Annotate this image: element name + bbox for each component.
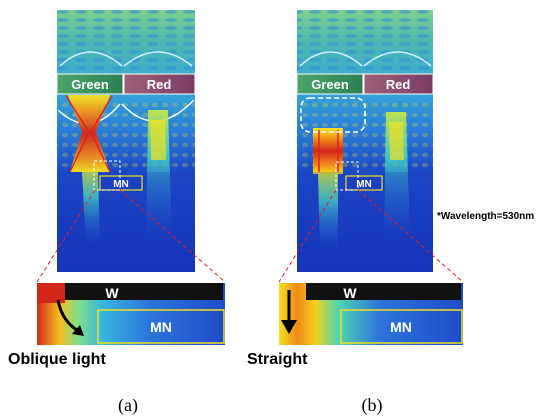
focus-box-a bbox=[93, 160, 121, 191]
curved-arrow-head-a bbox=[72, 325, 84, 336]
pixel-label-green-a: Green bbox=[71, 77, 109, 92]
callout-line-right-a bbox=[119, 189, 226, 283]
pixel-label-red-b: Red bbox=[386, 77, 411, 92]
electrode-label-a: W bbox=[105, 285, 119, 301]
panel-a: Green Red MN W MN Oblique light (a) bbox=[8, 10, 226, 416]
callout-line-right-b bbox=[357, 189, 464, 283]
wavelength-note: *Wavelength=530nm bbox=[437, 211, 534, 222]
pixel-label-green-b: Green bbox=[311, 77, 349, 92]
straight-arrow-head-b bbox=[281, 320, 297, 334]
mn-region-box-b bbox=[345, 175, 383, 191]
pixel-label-red-a: Red bbox=[147, 77, 172, 92]
zoom-inset-a bbox=[37, 283, 225, 345]
sub-caption-a: (a) bbox=[118, 395, 138, 416]
mn-region-label-a: MN bbox=[113, 179, 129, 190]
mn-region-box-a bbox=[99, 175, 143, 191]
field-map-b bbox=[296, 10, 434, 272]
zoom-mn-label-b: MN bbox=[390, 319, 412, 335]
light-caption-b: Straight bbox=[247, 351, 308, 368]
sub-caption-b: (b) bbox=[362, 395, 383, 416]
panel-b: Green Red MN W MN Straight (b) bbox=[247, 10, 464, 416]
zoom-inset-b bbox=[279, 283, 463, 345]
mn-region-label-b: MN bbox=[356, 179, 372, 190]
zoom-mn-label-a: MN bbox=[150, 319, 172, 335]
field-map-a bbox=[56, 10, 196, 272]
light-caption-a: Oblique light bbox=[8, 351, 106, 368]
focus-box-b bbox=[335, 161, 359, 191]
electrode-label-b: W bbox=[343, 285, 357, 301]
